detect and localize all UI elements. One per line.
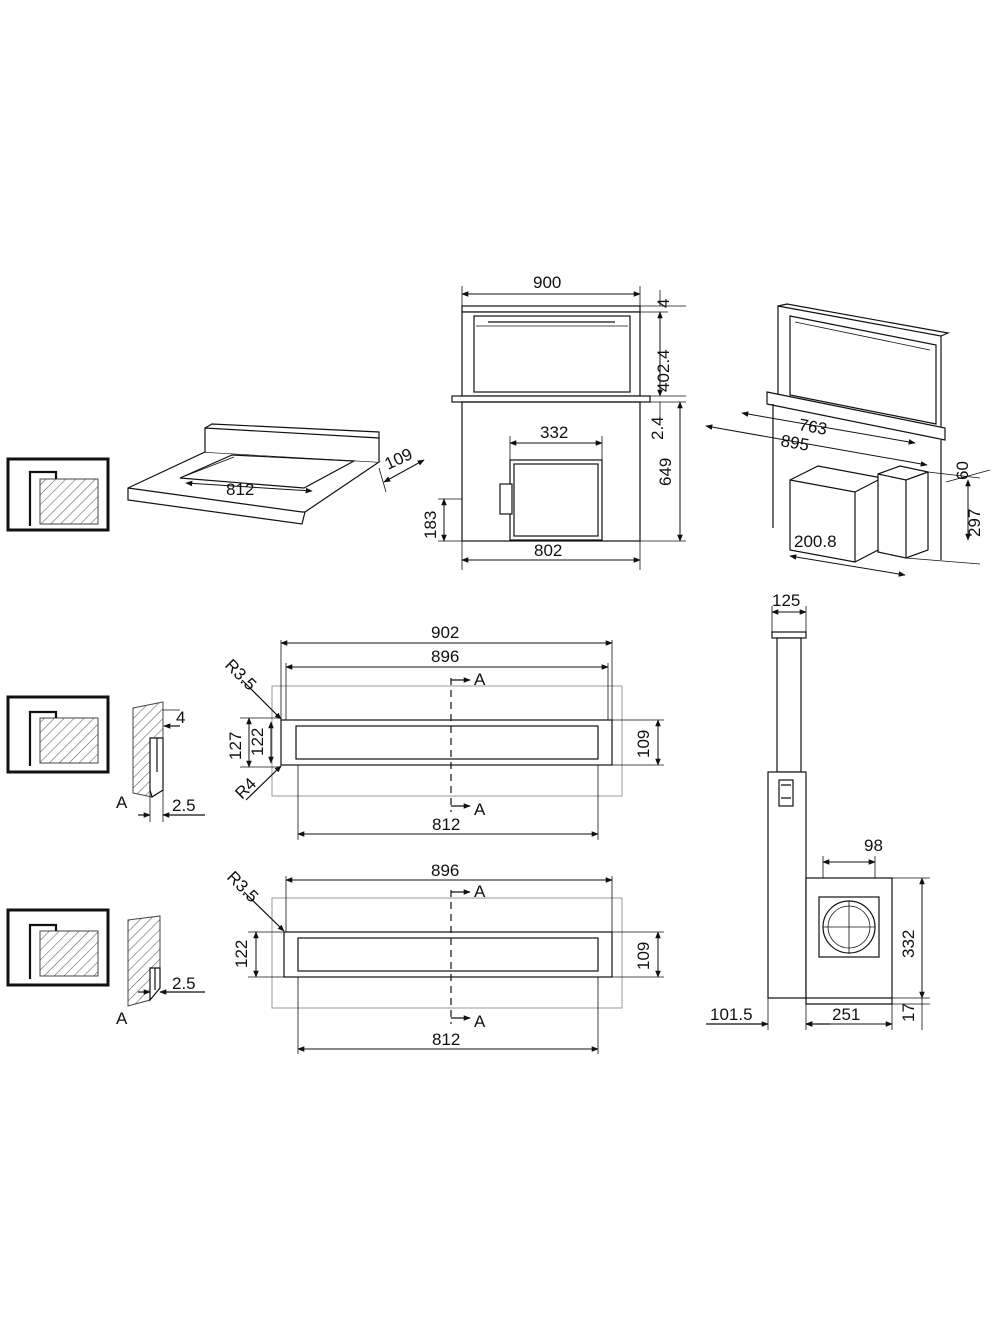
dim-label: 332 [899, 930, 918, 958]
install-icon-2 [6, 695, 110, 774]
dim-label: 183 [421, 511, 440, 539]
section-mark: A [116, 793, 128, 812]
plan-view-bottom: A A 896 812 109 122 R3.5 [223, 861, 664, 1054]
section-mark: A [474, 1012, 486, 1031]
dim-label: 122 [232, 940, 251, 968]
dim-label: R4 [231, 774, 260, 803]
section-detail-1: 4 2.5 A [116, 701, 205, 822]
section-mark: A [474, 882, 486, 901]
dim-label: 109 [634, 730, 653, 758]
dim-label: 297 [965, 509, 984, 537]
dim-label: 812 [432, 1030, 460, 1049]
dim-label: 649 [656, 458, 675, 486]
front-view: 900 332 802 183 4 402.4 2.4 649 [421, 273, 686, 570]
dim-label: R3.5 [223, 867, 262, 906]
dim-label: R3.5 [221, 655, 260, 694]
dim-label: 896 [431, 861, 459, 880]
dim-label: 101.5 [710, 1005, 753, 1024]
dim-label: 902 [431, 623, 459, 642]
install-icon-3 [6, 908, 110, 987]
dim-line-812-iso [185, 480, 313, 494]
dim-label: 332 [540, 423, 568, 442]
side-view: 125 98 332 17 101.5 251 [706, 591, 930, 1030]
section-mark: A [474, 800, 486, 819]
section-mark: A [116, 1009, 128, 1028]
dim-label: 812 [432, 815, 460, 834]
dim-label: 812 [226, 480, 254, 499]
dim-label: 896 [431, 647, 459, 666]
dim-label: 125 [772, 591, 800, 610]
dim-label: 900 [533, 273, 561, 292]
countertop-isometric: 812 109 [127, 423, 425, 525]
dim-label: 98 [864, 836, 883, 855]
product-isometric: 763 895 297 60 200.8 [705, 303, 991, 577]
dim-label: 2.4 [648, 416, 667, 440]
dim-label: 2.5 [172, 974, 196, 993]
dim-label: 200.8 [794, 532, 837, 551]
dim-label: 4 [654, 299, 673, 308]
dim-label: 402.4 [654, 349, 673, 392]
dim-label: 122 [248, 728, 267, 756]
dim-label: 895 [779, 431, 810, 455]
dim-label: 17 [899, 1003, 918, 1022]
dim-label: 251 [832, 1005, 860, 1024]
dim-label: 802 [534, 541, 562, 560]
dim-label: 127 [226, 732, 245, 760]
dim-label: 4 [176, 708, 185, 727]
dim-label: 2.5 [172, 796, 196, 815]
dim-label: 109 [382, 444, 416, 473]
dim-label: 109 [634, 942, 653, 970]
section-detail-2: 2.5 A [116, 915, 205, 1028]
plan-view-top: A A 902 896 812 109 127 122 R3.5 R4 [221, 623, 664, 840]
dim-label: 60 [953, 461, 972, 480]
section-mark: A [474, 670, 486, 689]
install-icon-1 [6, 457, 110, 532]
